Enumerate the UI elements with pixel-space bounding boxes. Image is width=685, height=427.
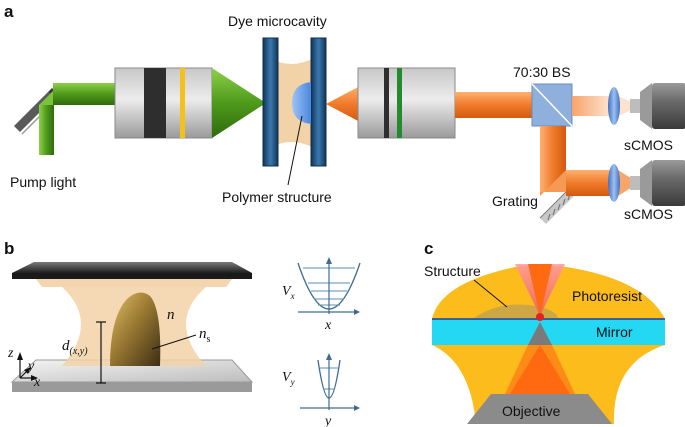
axis-x-label: x [33, 375, 41, 390]
camera-top [630, 83, 685, 129]
panel-b-letter: b [4, 239, 14, 258]
structure-label: Structure [424, 263, 481, 279]
photoresist-label: Photoresist [572, 288, 642, 304]
laser-focal-spot [536, 313, 544, 321]
coordinate-axes: z y x [7, 346, 41, 390]
beam-splitter-label: 70:30 BS [513, 64, 571, 80]
panel-c-letter: c [424, 239, 433, 258]
panel-b: b d(x,y) n ns [4, 239, 361, 427]
laser-cone-upper-core [528, 264, 552, 316]
grating-beam-turn [540, 170, 566, 196]
objective-2 [357, 67, 456, 139]
camera-bottom-label: sCMOS [624, 206, 673, 222]
lens-bottom [608, 164, 620, 202]
panel-a-letter: a [4, 2, 14, 21]
pump-focus-cone [212, 68, 266, 138]
camera-bottom [630, 160, 685, 206]
potential-vx-plot [297, 257, 361, 315]
mirror-label: Mirror [596, 324, 633, 340]
lens-top [608, 87, 620, 125]
pump-light-label: Pump light [10, 174, 76, 190]
top-plate [12, 262, 252, 287]
diffracted-beam [566, 170, 610, 196]
transmitted-beam-end [618, 96, 634, 116]
pump-beam [39, 83, 115, 155]
transmitted-beam [572, 96, 610, 116]
height-bar [96, 321, 106, 384]
vx-axis-label: x [324, 318, 332, 333]
polymer-structure-label: Polymer structure [222, 189, 332, 205]
objective-lens [467, 394, 612, 424]
objective-label: Objective [502, 403, 561, 419]
diffracted-beam-end [618, 170, 634, 196]
emission-cone [326, 86, 360, 122]
objective-1 [114, 67, 213, 139]
ns-leader-line [151, 334, 197, 350]
dye-microcavity-label: Dye microcavity [228, 13, 327, 29]
camera-top-label: sCMOS [624, 137, 673, 153]
dye-microcavity [262, 37, 327, 167]
panel-c: c Objective Structure Photoresist Mirror [424, 239, 665, 424]
structure-leader-line [473, 279, 508, 308]
beam-splitter [531, 83, 573, 127]
vy-axis-label: y [323, 414, 332, 427]
axis-z-label: z [7, 346, 14, 361]
vy-label: Vy [282, 370, 295, 387]
laser-cone-lower-rim [505, 345, 575, 394]
laser-cone-mirror [528, 322, 552, 345]
vx-label: Vx [282, 284, 295, 301]
grating-label: Grating [492, 193, 538, 209]
refractive-index-ns-label: ns [199, 326, 211, 345]
emission-beam [455, 92, 532, 118]
polymer-leader-line [287, 115, 303, 186]
panel-a: a Dye microcavity [4, 2, 685, 224]
potential-vy-plot [300, 353, 360, 411]
height-label: d(x,y) [62, 338, 88, 357]
refractive-index-n-label: n [167, 307, 175, 323]
axis-y-label: y [26, 359, 35, 374]
polymer-dome [110, 292, 161, 366]
